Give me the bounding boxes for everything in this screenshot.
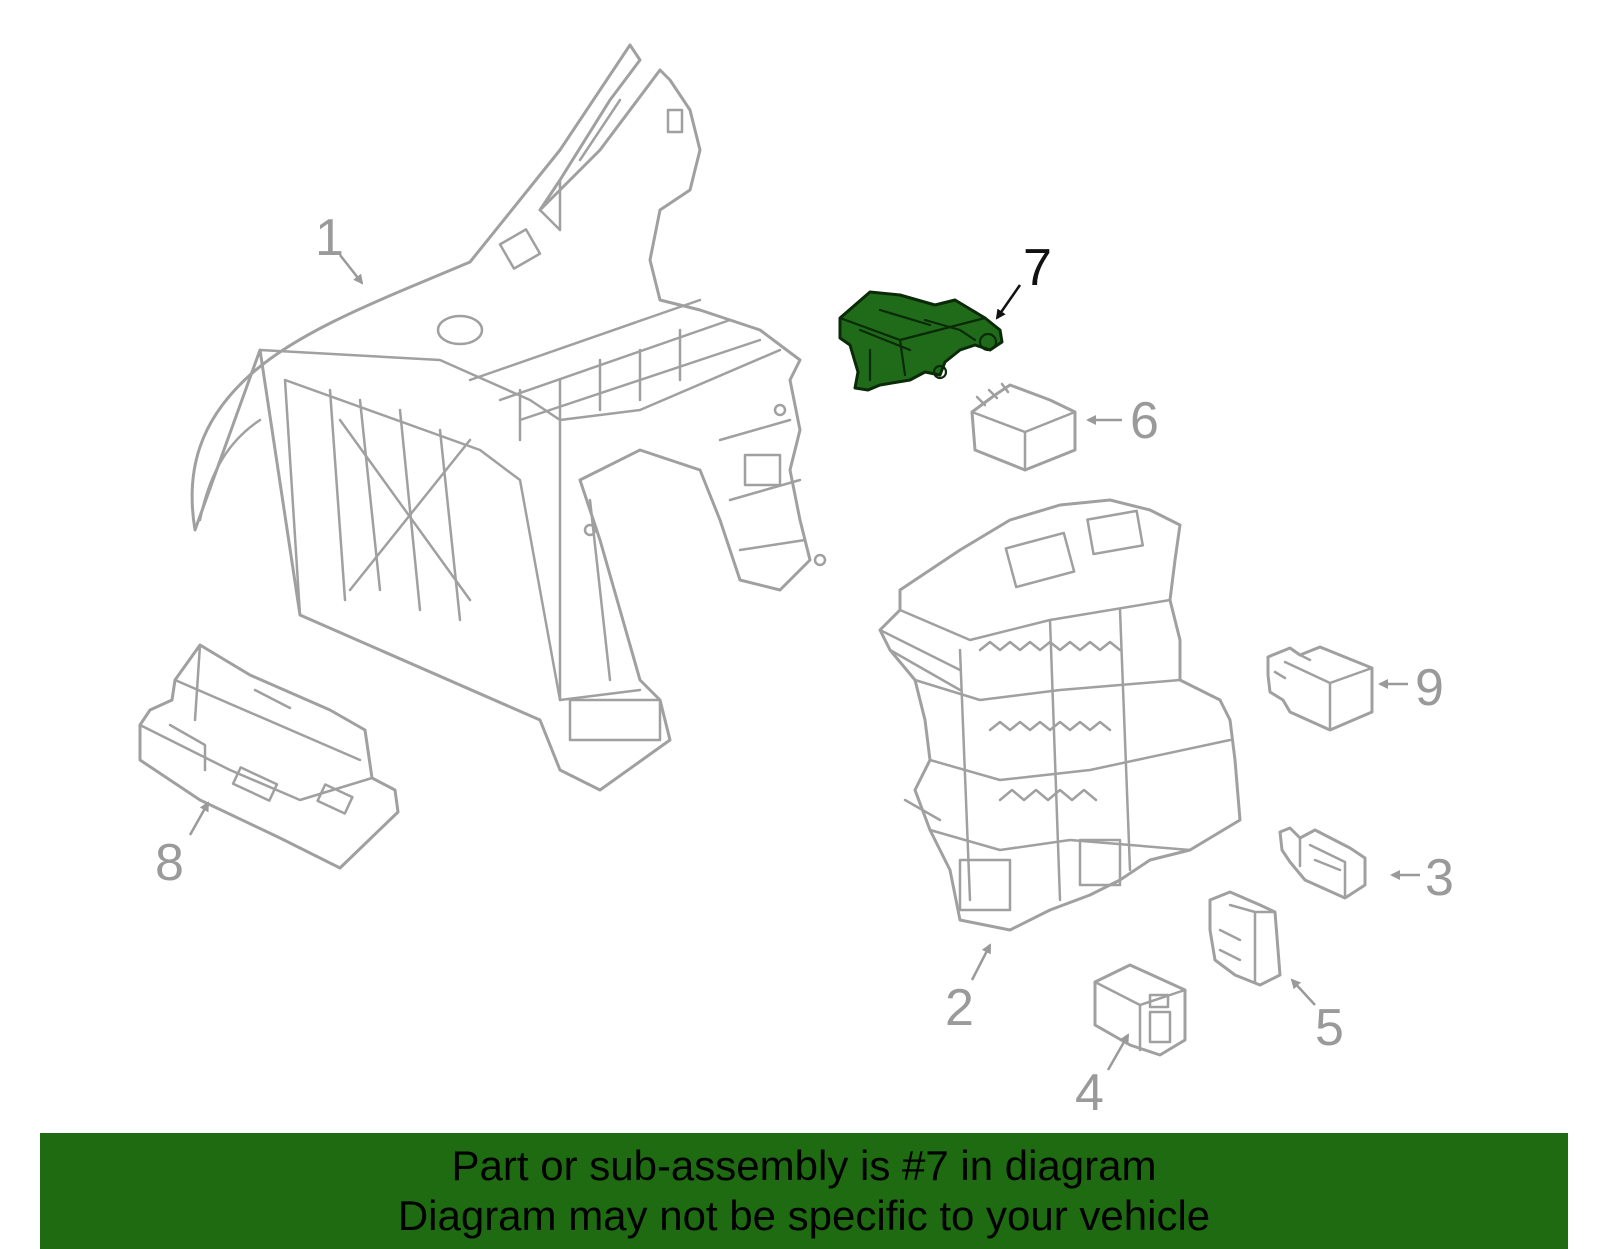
callout-5: 5 xyxy=(1315,999,1344,1057)
callout-3: 3 xyxy=(1425,849,1454,907)
part-2-fusebox-drawing xyxy=(878,498,1242,932)
callout-7: 7 xyxy=(1023,239,1052,297)
part-5-fuse-drawing xyxy=(1208,890,1282,987)
part-4-fuse-drawing xyxy=(1093,963,1187,1057)
banner-part-info: Part or sub-assembly is #7 in diagram xyxy=(451,1142,1157,1189)
callout-1: 1 xyxy=(315,209,344,267)
callout-2: 2 xyxy=(945,979,974,1037)
callout-6: 6 xyxy=(1130,392,1159,450)
part-9-relay-drawing xyxy=(1266,645,1374,732)
callout-8: 8 xyxy=(155,834,184,892)
callout-9: 9 xyxy=(1415,659,1444,717)
callout-labels: 1 2 3 4 5 6 7 8 9 xyxy=(155,209,1454,1122)
info-banner: Part or sub-assembly is #7 in diagram Di… xyxy=(40,1133,1568,1249)
part-1-bracket-drawing xyxy=(190,43,827,792)
part-6-relay-drawing xyxy=(970,382,1077,472)
banner-disclaimer: Diagram may not be specific to your vehi… xyxy=(397,1192,1211,1239)
callout-4: 4 xyxy=(1075,1064,1104,1122)
part-7-highlighted-drawing xyxy=(838,290,1004,392)
callout-leaders xyxy=(188,254,1420,1071)
part-3-fuse-drawing xyxy=(1278,826,1367,900)
part-8-cover-drawing xyxy=(138,643,400,870)
